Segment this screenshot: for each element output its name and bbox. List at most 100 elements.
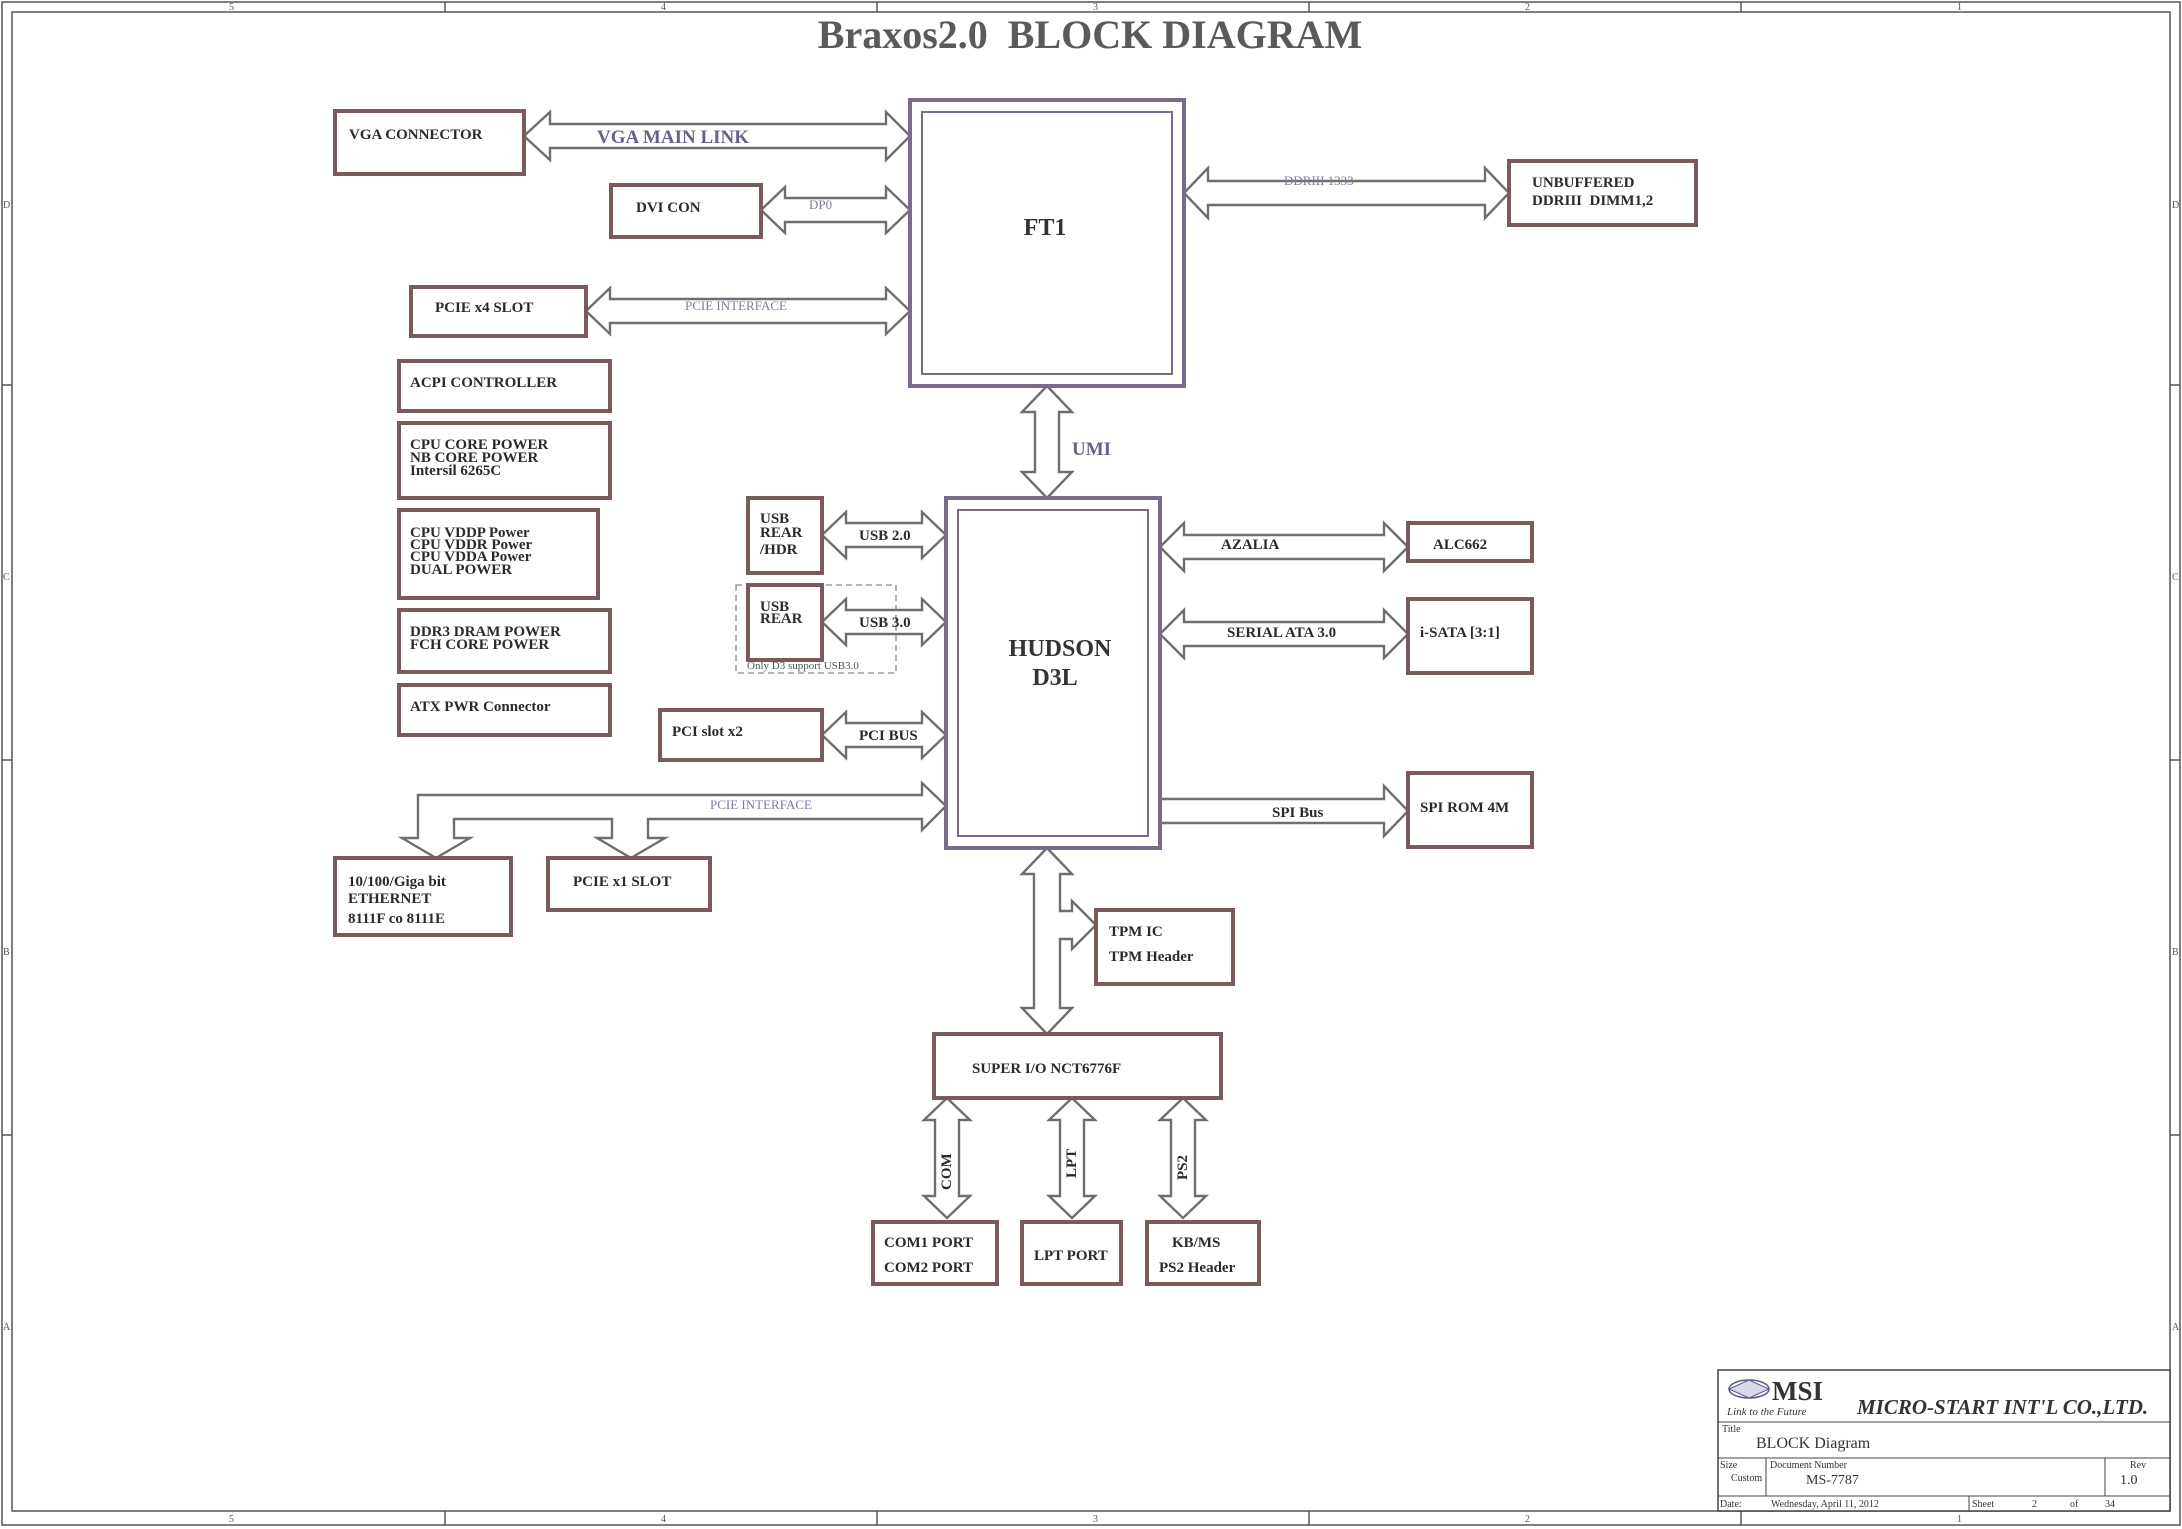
label-ddriii-1333: DDRIII 1333 [1284, 173, 1354, 188]
ethernet-line1: 10/100/Giga bit [348, 874, 446, 890]
ddr3-dram-power-line2: FCH CORE POWER [410, 637, 549, 653]
dvi-con-label: DVI CON [636, 200, 701, 216]
diagram-title: Braxos2.0 BLOCK DIAGRAM [818, 12, 1362, 57]
col-label-1-bottom: 1 [1957, 1514, 1962, 1525]
block-lpt-port: LPT PORT [1020, 1220, 1123, 1286]
arrow-spi-bus [1158, 783, 1410, 839]
tpm-line2: TPM Header [1109, 949, 1194, 965]
date-caption: Date: [1720, 1499, 1742, 1510]
row-label-c-left: C [3, 572, 10, 583]
kb-ms-line2: PS2 Header [1159, 1260, 1236, 1276]
vga-connector-label: VGA CONNECTOR [349, 127, 483, 143]
pcie-x4-slot-label: PCIE x4 SLOT [435, 300, 533, 316]
col-label-3-bottom: 3 [1093, 1514, 1098, 1525]
row-label-a-left: A [3, 1322, 11, 1333]
block-super-io: SUPER I/O NCT6776F [932, 1032, 1223, 1100]
block-cpu-core-power: CPU CORE POWER NB CORE POWER Intersil 62… [397, 421, 612, 500]
block-atx-pwr-connector: ATX PWR Connector [397, 683, 612, 737]
usb-rear-line2: REAR [760, 611, 803, 627]
block-spi-rom: SPI ROM 4M [1406, 771, 1534, 849]
sheet-value: 2 [2032, 1499, 2037, 1510]
cpu-vddp-power-line4: DUAL POWER [410, 562, 512, 578]
msi-logo: MSI Link to the Future [1726, 1376, 1823, 1418]
chip-hudson-label-line1: HUDSON [1009, 636, 1112, 662]
usb-rear-hdr-line3: /HDR [759, 542, 798, 558]
block-com-port: COM1 PORT COM2 PORT [871, 1220, 999, 1286]
block-pci-slot-x2: PCI slot x2 [658, 708, 824, 762]
block-dvi-con: DVI CON [609, 183, 763, 239]
col-label-1-top: 1 [1957, 2, 1962, 13]
block-i-sata: i-SATA [3:1] [1406, 597, 1534, 675]
size-value: Custom [1731, 1473, 1762, 1484]
block-usb-rear-hdr: USB REAR /HDR [746, 496, 824, 575]
title-value: BLOCK Diagram [1756, 1435, 1871, 1452]
ethernet-line3: 8111F co 8111E [348, 911, 445, 927]
sheet-caption: Sheet [1972, 1499, 1994, 1510]
arrow-com [921, 1096, 973, 1220]
col-label-4-bottom: 4 [661, 1514, 666, 1525]
block-vga-connector: VGA CONNECTOR [333, 109, 526, 176]
label-azalia: AZALIA [1221, 537, 1280, 553]
msi-logo-tagline: Link to the Future [1726, 1406, 1806, 1418]
row-label-d-left: D [3, 200, 10, 211]
row-label-b-right: B [2172, 947, 2179, 958]
arrow-lpc-super-io [1019, 846, 1098, 1036]
block-tpm: TPM IC TPM Header [1094, 908, 1235, 986]
usb3-note: Only D3 support USB3.0 [747, 660, 859, 672]
rev-caption: Rev [2130, 1460, 2146, 1471]
alc662-label: ALC662 [1433, 537, 1487, 553]
usb-rear-hdr-line1: USB [760, 511, 789, 527]
col-label-5-top: 5 [229, 2, 234, 13]
of-caption: of [2070, 1499, 2079, 1510]
block-unbuffered-ddr: UNBUFFERED DDRIII DIMM1,2 [1507, 159, 1698, 227]
label-pcie-interface-bottom: PCIE INTERFACE [710, 797, 812, 812]
chip-ft1-label: FT1 [1024, 215, 1067, 241]
cpu-vddp-power-line3: CPU VDDA Power [410, 549, 532, 565]
block-pcie-x4-slot: PCIE x4 SLOT [409, 285, 588, 338]
label-pci-bus: PCI BUS [859, 728, 918, 744]
pci-slot-x2-label: PCI slot x2 [672, 724, 743, 740]
kb-ms-line1: KB/MS [1172, 1235, 1220, 1251]
rev-value: 1.0 [2120, 1473, 2138, 1488]
block-ethernet: 10/100/Giga bit ETHERNET 8111F co 8111E [333, 856, 513, 937]
lpt-port-label: LPT PORT [1034, 1248, 1108, 1264]
com-port-line1: COM1 PORT [884, 1235, 973, 1251]
size-caption: Size [1720, 1460, 1738, 1471]
block-usb-rear: USB REAR [746, 583, 824, 662]
label-umi: UMI [1072, 439, 1111, 460]
com-port-line2: COM2 PORT [884, 1260, 973, 1276]
usb-rear-hdr-line2: REAR [760, 525, 803, 541]
block-alc662: ALC662 [1406, 521, 1534, 563]
super-io-label: SUPER I/O NCT6776F [972, 1061, 1121, 1077]
block-kb-ms: KB/MS PS2 Header [1145, 1220, 1261, 1286]
col-label-5-bottom: 5 [229, 1514, 234, 1525]
chip-hudson-label-line2: D3L [1032, 665, 1077, 691]
label-com: COM [939, 1153, 955, 1190]
tpm-line1: TPM IC [1109, 924, 1163, 940]
msi-logo-text: MSI [1772, 1376, 1823, 1406]
title-caption: Title [1722, 1424, 1741, 1435]
label-spi-bus: SPI Bus [1272, 805, 1323, 821]
arrow-azalia [1158, 520, 1410, 574]
spi-rom-label: SPI ROM 4M [1420, 800, 1509, 816]
label-vga-main-link: VGA MAIN LINK [597, 127, 749, 148]
chip-ft1: FT1 [908, 98, 1186, 388]
arrow-lpt [1046, 1096, 1098, 1220]
arrows [397, 109, 1511, 1220]
cpu-core-power-line2: NB CORE POWER [410, 450, 539, 466]
col-label-2-bottom: 2 [1525, 1514, 1530, 1525]
cpu-vddp-power-line1: CPU VDDP Power [410, 525, 530, 541]
docnum-caption: Document Number [1770, 1460, 1848, 1471]
cpu-core-power-line1: CPU CORE POWER [410, 437, 549, 453]
block-ddr3-dram-power: DDR3 DRAM POWER FCH CORE POWER [397, 608, 612, 674]
cpu-core-power-line3: Intersil 6265C [410, 463, 501, 479]
label-serial-ata: SERIAL ATA 3.0 [1227, 625, 1336, 641]
row-label-d-right: D [2172, 200, 2179, 211]
unbuffered-ddr-line1: UNBUFFERED [1532, 175, 1635, 191]
ddr3-dram-power-line1: DDR3 DRAM POWER [410, 624, 561, 640]
label-dp0: DP0 [809, 197, 832, 212]
col-label-4-top: 4 [661, 2, 666, 13]
row-label-a-right: A [2172, 1322, 2180, 1333]
